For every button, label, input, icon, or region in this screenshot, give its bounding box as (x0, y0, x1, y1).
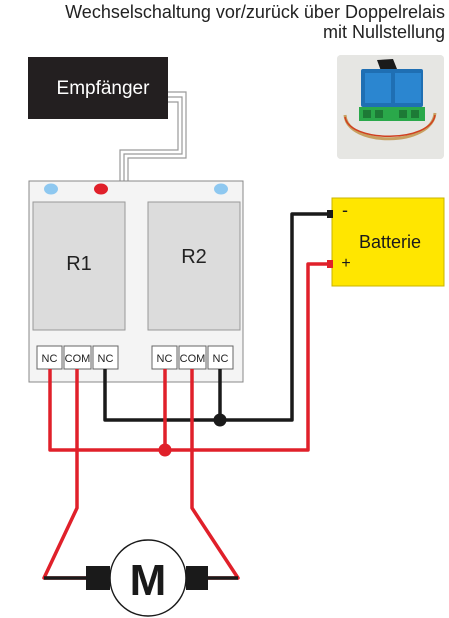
relay-r2 (147, 201, 241, 331)
battery-plus-label: + (341, 255, 350, 272)
relay-r1-label: R1 (66, 253, 92, 275)
relay-module-photo-image (337, 55, 444, 159)
motor-body (109, 539, 187, 617)
negative-wire (103, 212, 330, 422)
relay-r2-label: R2 (181, 246, 207, 268)
servo-cable (119, 91, 187, 188)
terminal-block-r2: NC COM NC (151, 345, 234, 370)
motor-shaft-left (86, 566, 110, 590)
motor-shaft-right (186, 566, 208, 590)
terminal-r1-nc-right: NC (98, 353, 114, 365)
positive-wire (48, 262, 330, 452)
terminal-r2-nc-left: NC (157, 353, 173, 365)
terminal-r2-nc-right: NC (213, 353, 229, 365)
led-blue-right (214, 183, 228, 195)
relay-r1 (32, 201, 126, 331)
terminal-r1-nc-left: NC (42, 353, 58, 365)
battery-plus-terminal (327, 260, 333, 268)
receiver-label: Empfänger (57, 78, 151, 99)
battery-label: Batterie (359, 232, 421, 252)
led-red (94, 183, 108, 195)
negative-junction (213, 413, 227, 427)
battery-minus-terminal (327, 210, 333, 218)
motor-wire (42, 369, 240, 580)
terminal-r1-com: COM (65, 353, 91, 365)
diagram-subtitle: mit Nullstellung (322, 22, 445, 42)
terminal-block-r1: NC COM NC (36, 345, 119, 370)
diagram-title: Wechselschaltung vor/zurück über Doppelr… (65, 2, 445, 22)
led-blue-left (44, 183, 58, 195)
battery-minus-label: - (342, 200, 348, 220)
receiver-box (28, 57, 168, 119)
terminal-r2-com: COM (180, 353, 206, 365)
battery-box (331, 197, 445, 287)
motor-label: M (130, 556, 167, 605)
relay-module-photo (337, 55, 444, 159)
positive-junction (158, 443, 172, 457)
